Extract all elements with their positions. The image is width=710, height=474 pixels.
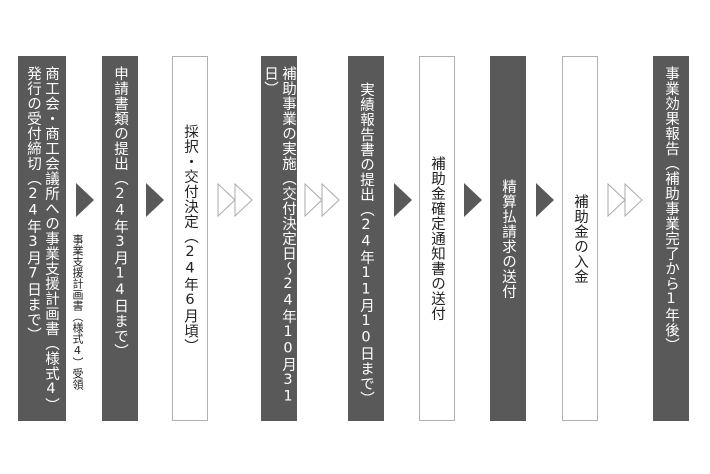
step-7-label: 精算払請求の送付 <box>500 178 516 299</box>
step-1-label: 商工会・商工会議所への事業支援計画書（様式4）発行の受付締切（24年3月7日まで… <box>25 66 59 413</box>
step-4-label: 補助事業の実施（交付決定日～24年10月31日） <box>262 66 296 405</box>
step-1-note: 事業支援計画書（様式4）受領 <box>71 234 84 390</box>
arrow-solid-icon <box>146 183 164 221</box>
step-9-box: 事業効果報告（補助事業完了から1年後） <box>653 56 689 421</box>
step-8-box: 補助金の入金 <box>562 56 598 421</box>
step-9-label: 事業効果報告（補助事業完了から1年後） <box>663 66 679 353</box>
step-6-box: 補助金確定通知書の送付 <box>419 56 455 421</box>
step-1-box: 商工会・商工会議所への事業支援計画書（様式4）発行の受付締切（24年3月7日まで… <box>18 56 66 421</box>
step-2-label: 申請書類の提出（24年3月14日まで） <box>112 66 128 359</box>
step-6-label: 補助金確定通知書の送付 <box>429 156 445 321</box>
double-arrow-outline-icon <box>607 182 643 221</box>
step-8-label: 補助金の入金 <box>572 193 588 284</box>
step-3-label: 採択・交付決定（24年6月頃） <box>182 123 198 354</box>
arrow-solid-icon <box>394 183 412 221</box>
step-2-box: 申請書類の提出（24年3月14日まで） <box>102 56 138 421</box>
double-arrow-outline-icon <box>217 182 253 221</box>
arrow-solid-icon <box>76 183 94 221</box>
step-5-label: 実績報告書の提出（24年11月10日まで） <box>358 82 374 406</box>
step-7-box: 精算払請求の送付 <box>490 56 526 421</box>
step-4-box: 補助事業の実施（交付決定日～24年10月31日） <box>261 56 297 421</box>
arrow-solid-icon <box>536 183 554 221</box>
arrow-solid-icon <box>464 183 482 221</box>
step-3-box: 採択・交付決定（24年6月頃） <box>172 56 208 421</box>
step-5-box: 実績報告書の提出（24年11月10日まで） <box>348 56 384 421</box>
double-arrow-outline-icon <box>304 182 340 221</box>
